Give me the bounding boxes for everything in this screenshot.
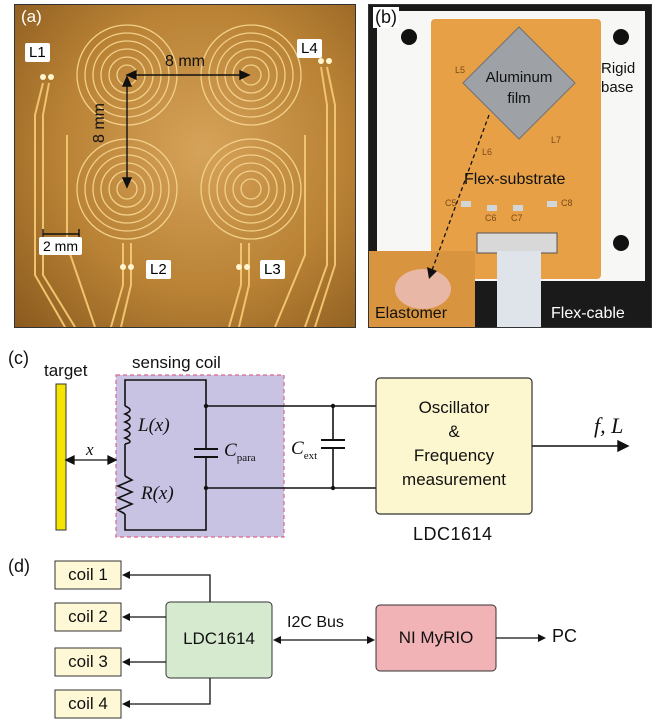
c-ext-main: C bbox=[291, 438, 304, 459]
distance-arrow bbox=[64, 454, 118, 466]
flex-cable-label: Flex-cable bbox=[551, 305, 625, 322]
mount-hole bbox=[401, 29, 417, 45]
c-para-subscript: para bbox=[236, 451, 256, 464]
coil-array-photo: (a) L1 L4 L2 L3 8 mm 8 mm 2 mm bbox=[14, 4, 356, 328]
target-label: target bbox=[44, 361, 88, 380]
coil-label-l4: L4 bbox=[297, 39, 322, 58]
smd-capacitors bbox=[461, 201, 557, 211]
panel-b-letter: (b) bbox=[373, 7, 399, 28]
pcb-label-c6: C6 bbox=[485, 213, 497, 223]
coil-2-label: coil 2 bbox=[68, 607, 108, 626]
circuit-wires bbox=[124, 379, 376, 531]
inductor-symbol bbox=[122, 405, 131, 445]
inductor-label: L(x) bbox=[138, 415, 170, 436]
sensor-prototype-drawing bbox=[369, 11, 645, 327]
panel-a-letter: (a) bbox=[21, 7, 42, 26]
oscillator-text: Oscillator & Frequency measurement bbox=[376, 396, 532, 492]
coil-1-label: coil 1 bbox=[68, 565, 108, 584]
coil-1-box bbox=[54, 560, 122, 590]
coil-label-l1: L1 bbox=[25, 43, 50, 62]
myrio-label: NI MyRIO bbox=[398, 628, 474, 647]
coil-label-l3: L3 bbox=[260, 260, 285, 279]
oscillator-line-3: Frequency bbox=[413, 446, 495, 465]
horizontal-dimension-label: 8 mm bbox=[165, 53, 205, 70]
output-label: f, L bbox=[594, 413, 624, 438]
distance-x-label: x bbox=[86, 440, 94, 459]
pcb-label-l7: L7 bbox=[551, 135, 562, 145]
coil-4-box bbox=[54, 689, 122, 719]
sensing-coil-label: sensing coil bbox=[132, 353, 221, 372]
oscillator-line-2: & bbox=[448, 422, 460, 441]
pcb-label-l6: L6 bbox=[482, 147, 493, 157]
oscillator-line-4: measurement bbox=[402, 470, 506, 489]
c-para-symbol bbox=[194, 448, 218, 458]
output-arrow bbox=[532, 439, 630, 453]
c-para-label: Cpara bbox=[224, 440, 256, 464]
arrowheads bbox=[122, 571, 546, 708]
c-para-main: C bbox=[224, 440, 237, 461]
panel-c-letter: (c) bbox=[8, 348, 29, 368]
rigid-base-label: Rigid base bbox=[601, 60, 636, 96]
aluminum-film-square bbox=[462, 26, 576, 140]
pcb-label-l5: L5 bbox=[455, 65, 466, 75]
junction-dots bbox=[203, 403, 336, 491]
elastomer-puck bbox=[395, 269, 451, 309]
solder-pads bbox=[40, 58, 332, 270]
spiral-coil-l3 bbox=[200, 138, 302, 240]
elastomer-pointer-line bbox=[430, 114, 490, 274]
pcb-label-c7: C7 bbox=[511, 213, 523, 223]
aluminum-film-label: Aluminum film bbox=[485, 69, 553, 107]
elastomer-pointer-head bbox=[427, 267, 437, 279]
pcb-label-c5: C5 bbox=[445, 198, 457, 208]
panel-d-letter: (d) bbox=[8, 556, 30, 576]
coil-3-label: coil 3 bbox=[68, 652, 108, 671]
coil-label-l2: L2 bbox=[146, 260, 171, 279]
flex-cable-strip bbox=[497, 251, 541, 327]
sensor-prototype-photo: (b) Rigid base Aluminum film Flex-substr… bbox=[368, 4, 652, 328]
c-ext-symbol bbox=[321, 439, 345, 449]
oscillator-line-1: Oscillator bbox=[418, 398, 490, 417]
c-ext-label: Cext bbox=[291, 438, 317, 462]
coil-connection-lines bbox=[128, 574, 540, 705]
scale-bar-label: 2 mm bbox=[39, 237, 82, 255]
coil-2-box bbox=[54, 602, 122, 632]
coil-3-box bbox=[54, 647, 122, 677]
i2c-bus-label: I2C Bus bbox=[287, 614, 344, 631]
mount-hole bbox=[613, 29, 629, 45]
pc-label: PC bbox=[552, 626, 578, 646]
flex-substrate-label: Flex-substrate bbox=[464, 171, 566, 188]
ldc1614-label: LDC1614 bbox=[183, 629, 255, 648]
pcb-label-c8: C8 bbox=[561, 198, 573, 208]
target-bar bbox=[55, 383, 67, 531]
elastomer-label: Elastomer bbox=[375, 305, 448, 322]
coil-4-label: coil 4 bbox=[68, 694, 108, 713]
c-ext-subscript: ext bbox=[303, 449, 318, 462]
mount-hole bbox=[613, 235, 629, 251]
ldc1614-box bbox=[165, 601, 273, 679]
resistor-symbol bbox=[115, 475, 135, 515]
resistor-label: R(x) bbox=[141, 483, 174, 504]
chip-label: LDC1614 bbox=[413, 524, 493, 544]
dimension-arrows bbox=[42, 69, 251, 239]
